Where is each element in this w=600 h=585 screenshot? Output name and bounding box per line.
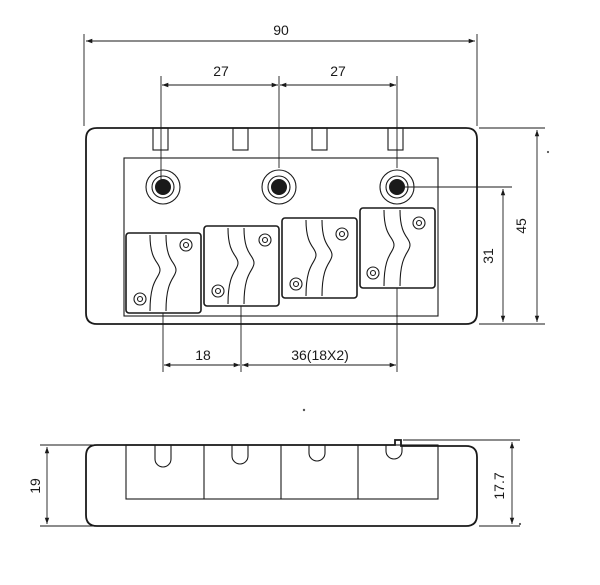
top-view: 90 27 27 45 31 — [83, 22, 545, 372]
saddle-4 — [359, 207, 436, 289]
mounting-tab-1 — [152, 127, 169, 151]
dim-overall-depth-label: 45 — [513, 218, 529, 234]
mounting-hole-3 — [379, 169, 415, 205]
speck — [518, 522, 522, 526]
base-plate-outline — [85, 127, 478, 325]
mounting-tab-4 — [387, 127, 404, 151]
dim-saddle-span: 36(18X2) — [242, 288, 398, 372]
speck — [546, 150, 550, 154]
mounting-holes — [145, 169, 415, 205]
speck — [302, 408, 306, 412]
mounting-hole-1 — [145, 169, 181, 205]
side-string-slot-4 — [385, 445, 403, 460]
mounting-tab-2 — [232, 127, 249, 151]
dim-hole-spacing-left-label: 27 — [213, 63, 229, 79]
side-body-outline — [85, 439, 478, 527]
dim-height-left-label: 19 — [27, 478, 43, 494]
saddle-1 — [125, 232, 202, 314]
saddle-2 — [203, 225, 280, 307]
dim-overall-depth: 45 — [479, 127, 545, 325]
dim-overall-width: 90 — [83, 22, 478, 126]
dim-hole-to-front-label: 31 — [480, 248, 496, 264]
side-string-slot-3 — [308, 445, 326, 462]
inner-block-outline — [123, 157, 439, 317]
saddle-3 — [281, 217, 358, 299]
mounting-tabs — [152, 127, 404, 151]
dim-hole-spacing: 27 27 — [160, 63, 398, 187]
dim-height-left: 19 — [27, 444, 95, 527]
side-inner-block — [125, 444, 439, 500]
side-string-slot-2 — [231, 445, 249, 465]
dim-hole-to-front: 31 — [405, 186, 512, 325]
mounting-hole-2 — [261, 169, 297, 205]
dim-saddle-width-label: 18 — [195, 347, 211, 363]
side-string-slot-1 — [154, 445, 172, 468]
mounting-tab-3 — [311, 127, 328, 151]
dim-height-right-label: 17.7 — [491, 472, 507, 499]
dim-saddle-span-label: 36(18X2) — [291, 347, 349, 363]
dim-hole-spacing-right-label: 27 — [330, 63, 346, 79]
side-view: 19 17.7 — [27, 439, 520, 527]
saddles — [125, 207, 436, 314]
dim-overall-width-label: 90 — [273, 22, 289, 38]
dim-height-right: 17.7 — [403, 439, 520, 527]
dim-saddle-width: 18 — [162, 306, 242, 372]
